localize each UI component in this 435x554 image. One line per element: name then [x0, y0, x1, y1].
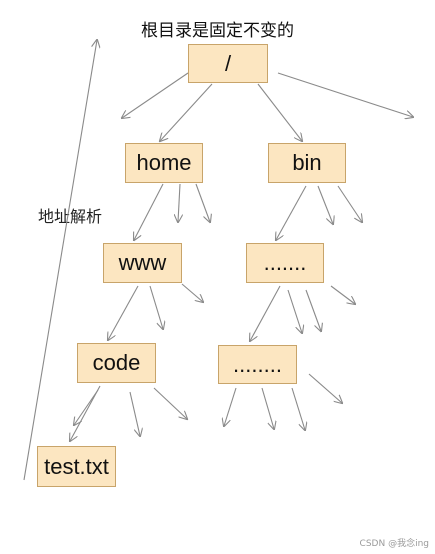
edge-binchild-grandchild	[250, 285, 281, 341]
path-arrow	[23, 40, 97, 481]
edge-root-bin	[257, 83, 302, 141]
watermark: CSDN @我念ing	[359, 539, 429, 549]
edge-code-mid	[129, 391, 140, 436]
edge-www-right	[181, 283, 203, 302]
edge-bingrand-mid2	[291, 387, 305, 430]
edge-root-home	[160, 83, 213, 141]
edge-bin-right	[337, 185, 362, 222]
address-resolution-label: 地址解析	[38, 207, 103, 226]
edge-binchild-mid2	[305, 289, 321, 331]
edge-binchild-right	[330, 285, 355, 304]
node-bin: bin	[268, 143, 346, 183]
edge-bin-mid	[317, 185, 333, 224]
edge-www-code	[108, 285, 139, 340]
edge-code-right	[153, 387, 187, 419]
edge-root-left	[122, 72, 189, 118]
edge-code-file-b	[74, 389, 99, 425]
node-code: code	[77, 343, 156, 383]
node-root: /	[188, 44, 268, 83]
edge-home-www	[134, 183, 164, 240]
edge-bin-child	[276, 185, 307, 240]
node-bin-grandchild: ........	[218, 345, 297, 384]
edge-binchild-mid1	[287, 289, 302, 333]
edge-home-mid	[178, 183, 180, 222]
edge-bingrand-mid1	[261, 387, 274, 429]
edge-home-right	[195, 183, 210, 222]
node-test-txt: test.txt	[37, 446, 116, 487]
edge-www-mid	[149, 285, 163, 329]
caption: 根目录是固定不变的	[141, 21, 294, 41]
node-bin-child: .......	[246, 243, 324, 283]
node-home: home	[125, 143, 203, 183]
edge-bingrand-right	[308, 373, 342, 403]
edge-bingrand-left	[224, 387, 237, 426]
node-www: www	[103, 243, 182, 283]
edge-root-right	[277, 72, 413, 117]
